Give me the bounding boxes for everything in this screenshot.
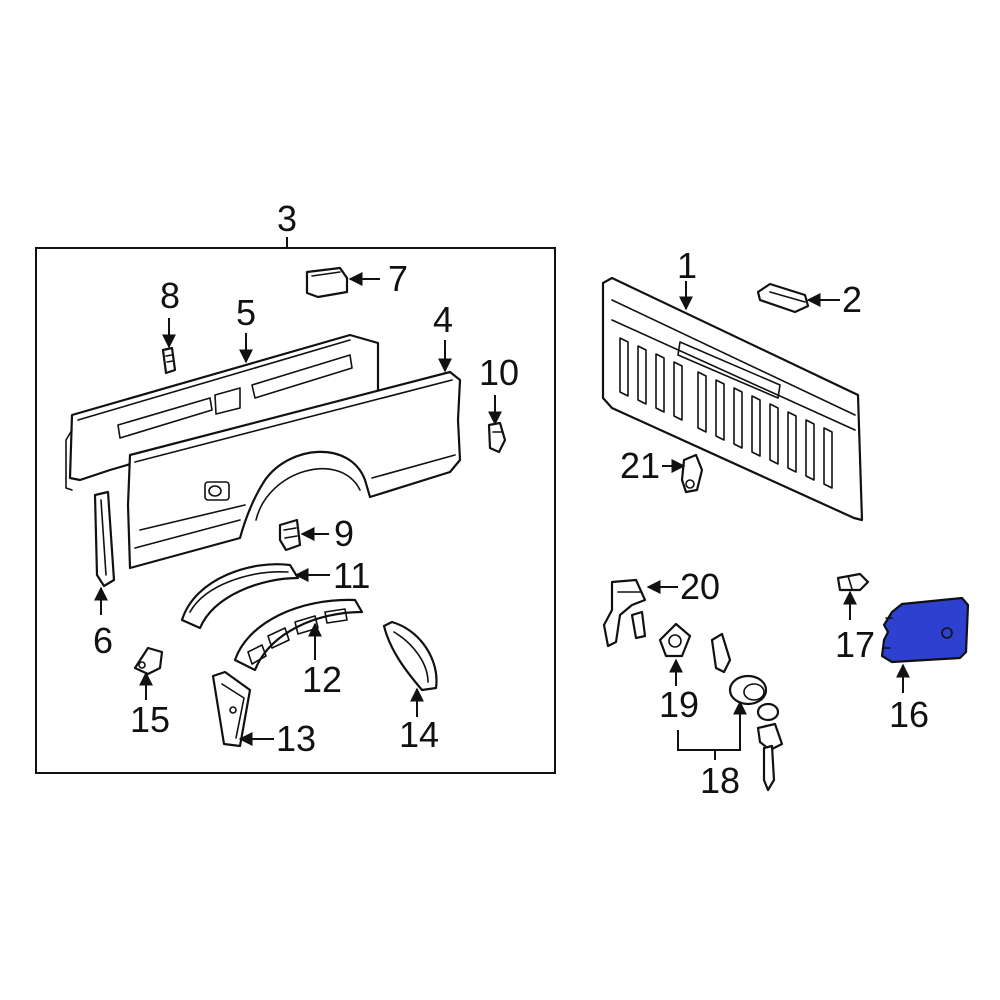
callout-2: 2	[842, 279, 862, 320]
callout-20: 20	[680, 566, 720, 607]
part-19-fuel-cap[interactable]	[658, 622, 692, 658]
part-6-corner-post[interactable]	[93, 490, 116, 588]
leader-lines	[94, 272, 910, 760]
part-15-bracket[interactable]	[133, 646, 164, 676]
part-17-fuel-door-hinge[interactable]	[836, 572, 870, 592]
part-21-hinge-bracket[interactable]	[680, 453, 704, 494]
part-14-panel[interactable]	[382, 620, 438, 692]
callout-5: 5	[236, 292, 256, 333]
callout-1: 1	[677, 245, 697, 286]
callout-21: 21	[620, 445, 660, 486]
part-10-clip[interactable]	[487, 421, 507, 454]
callout-14: 14	[399, 714, 439, 755]
callout-11: 11	[333, 555, 370, 596]
callout-7: 7	[388, 258, 408, 299]
callout-18: 18	[700, 760, 740, 801]
callout-labels: 3 7 8 5 4 10 9 11 6 12 15 13 14 1 2 21 2…	[93, 198, 929, 801]
callout-8: 8	[160, 275, 180, 316]
callout-9: 9	[334, 513, 354, 554]
part-1-tailgate[interactable]	[601, 276, 864, 522]
part-8-clip[interactable]	[161, 346, 177, 375]
fuel-door-highlight	[880, 596, 970, 664]
part-4-outer-side-panel[interactable]	[126, 370, 462, 570]
callout-16: 16	[889, 694, 929, 735]
callout-10: 10	[479, 352, 519, 393]
part-7-bracket[interactable]	[305, 266, 349, 299]
part-9-bracket[interactable]	[278, 518, 302, 552]
callout-12: 12	[302, 659, 342, 700]
callout-4: 4	[433, 299, 453, 340]
part-20-latch[interactable]	[602, 578, 647, 648]
part-2-stopper[interactable]	[756, 282, 810, 314]
assembly-frame	[35, 247, 556, 774]
callout-3: 3	[277, 198, 297, 239]
callout-6: 6	[93, 620, 113, 661]
callout-15: 15	[130, 699, 170, 740]
callout-17: 17	[835, 624, 875, 665]
part-16-fuel-door[interactable]	[880, 596, 970, 664]
callout-19: 19	[659, 684, 699, 725]
part-18-lock-set[interactable]	[710, 632, 784, 792]
part-12-wheel-house[interactable]	[233, 598, 364, 672]
callout-13: 13	[276, 718, 316, 759]
part-13-brace[interactable]	[211, 670, 252, 748]
